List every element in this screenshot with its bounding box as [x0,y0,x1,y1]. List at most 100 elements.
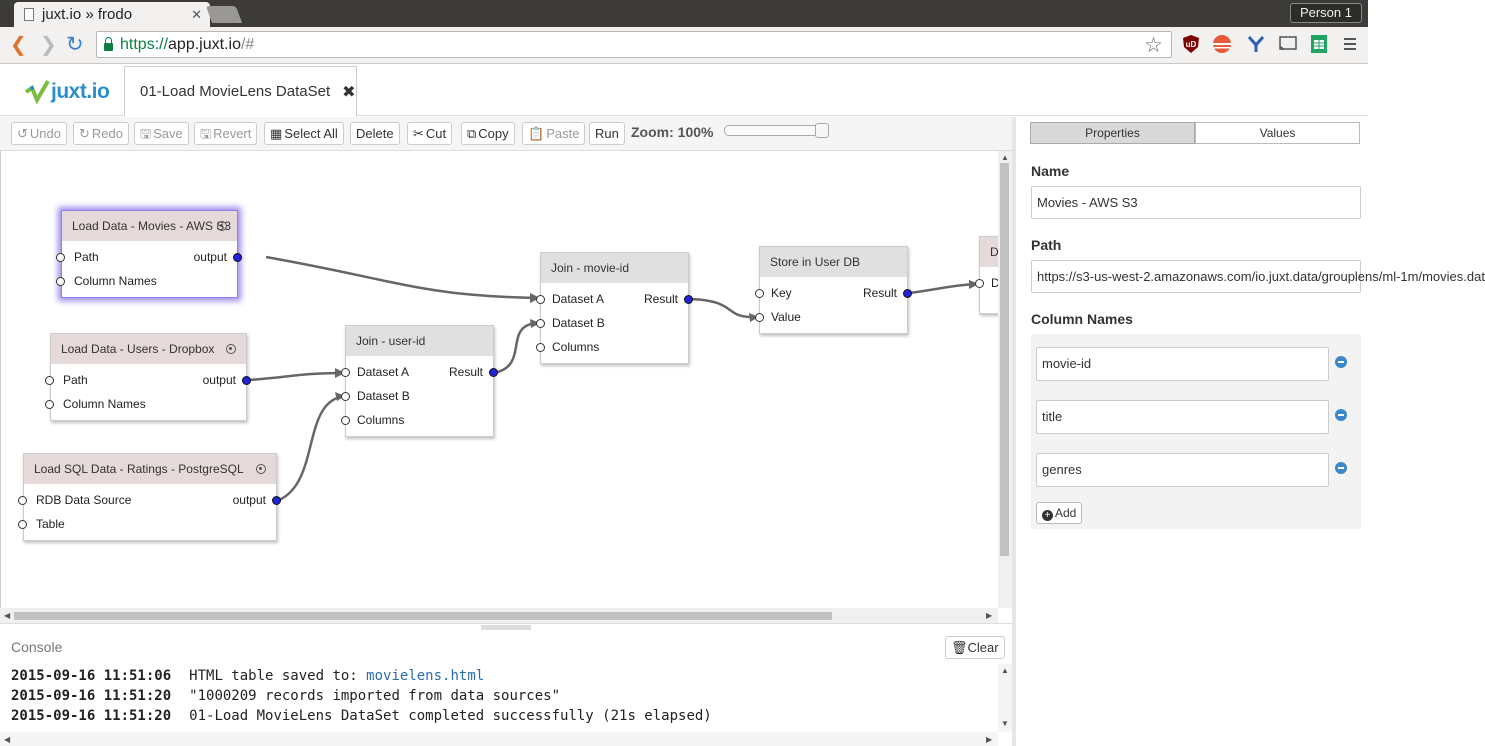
forward-icon[interactable]: ❯ [40,34,57,56]
reload-icon[interactable]: ↻ [66,33,84,56]
cast-icon[interactable] [1278,34,1298,54]
console-clear-button[interactable]: 🗑Clear [945,636,1005,659]
scroll-right-icon[interactable]: ▶ [986,735,993,744]
scroll-left-icon[interactable]: ◀ [4,611,11,620]
bookmark-star-icon[interactable]: ☆ [1144,34,1163,57]
ublock-icon[interactable]: uD [1182,34,1202,54]
column-names-label: Column Names [1031,311,1133,327]
settings-icon[interactable] [226,344,236,354]
scroll-right-icon[interactable]: ▶ [986,611,993,620]
input-port[interactable] [536,343,545,352]
input-port[interactable] [755,313,764,322]
name-field[interactable]: Movies - AWS S3 [1031,186,1361,219]
node-header[interactable]: Store in User DB [760,247,907,277]
tab-values[interactable]: Values [1195,122,1360,144]
node-join-movie-id[interactable]: Join - movie-id Dataset A Dataset B Colu… [536,252,693,364]
scroll-up-icon[interactable]: ▲ [1001,153,1009,162]
zoom-slider-handle[interactable] [815,123,829,138]
node-join-user-id[interactable]: Join - user-id Dataset A Dataset B Colum… [341,325,498,437]
output-port[interactable] [272,496,281,505]
remove-column-icon[interactable] [1335,462,1347,474]
output-port[interactable] [903,289,912,298]
canvas-vertical-scrollbar[interactable]: ▲ [998,151,1012,608]
save-button[interactable]: 🖫Save [134,122,189,145]
cut-button[interactable]: ✂Cut [407,122,453,145]
output-port[interactable] [489,368,498,377]
input-port[interactable] [45,376,54,385]
log-link[interactable]: movielens.html [366,668,485,684]
tab-close-icon[interactable]: ✕ [191,6,202,22]
node-header[interactable]: Load Data - Users - Dropbox [51,334,246,364]
input-port[interactable] [755,289,764,298]
resize-handle[interactable] [481,625,531,630]
input-port[interactable] [45,400,54,409]
node-header[interactable]: Load SQL Data - Ratings - PostgreSQL [24,454,276,484]
select-all-button[interactable]: ▦Select All [264,122,344,145]
node-load-movies[interactable]: Load Data - Movies - AWS S3 Path Column … [56,210,242,298]
flow-canvas[interactable]: Load Data - Movies - AWS S3 Path Column … [0,151,1039,608]
input-port[interactable] [341,416,350,425]
console-horizontal-scrollbar[interactable]: ◀ ▶ [0,732,998,746]
input-port[interactable] [536,295,545,304]
cut-label: Cut [425,126,447,141]
scrollbar-thumb[interactable] [14,612,832,620]
input-port[interactable] [18,520,27,529]
tab-properties[interactable]: Properties [1030,122,1195,144]
wire-ratings-to-join-user [278,394,346,502]
sheets-extension-icon[interactable] [1310,34,1330,54]
zoom-slider[interactable] [724,125,829,136]
column-name-field[interactable]: genres [1036,453,1329,487]
redo-button[interactable]: ↻Redo [73,122,129,145]
remove-column-icon[interactable] [1335,409,1347,421]
node-load-ratings[interactable]: Load SQL Data - Ratings - PostgreSQL RDB… [18,453,281,541]
settings-icon[interactable] [217,221,227,231]
sunset-extension-icon[interactable] [1212,34,1232,54]
scrollbar-thumb[interactable] [1000,163,1009,556]
canvas-horizontal-scrollbar[interactable]: ◀ ▶ [0,608,998,623]
node-header[interactable]: Join - movie-id [541,253,688,283]
new-tab-button[interactable] [205,6,243,23]
revert-button[interactable]: 🖫Revert [194,122,258,145]
scroll-down-icon[interactable]: ▼ [1001,719,1009,728]
output-port[interactable] [233,253,242,262]
input-port[interactable] [341,392,350,401]
console-vertical-scrollbar[interactable]: ▲ ▼ [998,664,1012,732]
input-port[interactable] [18,496,27,505]
juxt-logo[interactable]: juxt.io [24,78,110,105]
copy-button[interactable]: ⧉Copy [461,122,515,145]
output-port[interactable] [684,295,693,304]
profile-button[interactable]: Person 1 [1289,3,1362,23]
document-tab-close-icon[interactable]: ✖ [342,83,356,101]
add-column-button[interactable]: +Add [1036,502,1083,524]
input-port[interactable] [56,253,65,262]
paste-button[interactable]: 📋Paste [522,122,586,145]
node-header[interactable]: Load Data - Movies - AWS S3 [62,211,237,241]
y-extension-icon[interactable] [1246,34,1266,54]
log-timestamp: 2015-09-16 11:51:20 [11,708,172,724]
input-port[interactable] [341,368,350,377]
settings-icon[interactable] [256,464,266,474]
input-port[interactable] [56,277,65,286]
column-name-field[interactable]: title [1036,400,1329,434]
node-store-user-db[interactable]: Store in User DB Key Value Result [755,246,912,334]
input-port[interactable] [536,319,545,328]
undo-button[interactable]: ↺Undo [11,122,67,145]
browser-tab[interactable]: juxt.io » frodo ✕ [14,2,210,27]
node-header[interactable]: Join - user-id [346,326,493,356]
remove-column-icon[interactable] [1335,356,1347,368]
path-field[interactable]: https://s3-us-west-2.amazonaws.com/io.ju… [1031,260,1485,293]
run-button[interactable]: Run [589,122,625,145]
delete-button[interactable]: Delete [350,122,400,145]
address-bar[interactable]: https:// app.juxt.io /# ☆ [96,31,1172,58]
paste-label: Paste [546,126,580,141]
column-name-field[interactable]: movie-id [1036,347,1329,381]
input-port[interactable] [975,279,984,288]
scroll-up-icon[interactable]: ▲ [1001,666,1009,675]
output-port[interactable] [242,376,251,385]
back-icon[interactable]: ❮ [10,34,27,56]
node-title: Load SQL Data - Ratings - PostgreSQL [34,462,244,476]
document-tab[interactable]: 01-Load MovieLens DataSet ✖ [124,66,357,117]
scroll-left-icon[interactable]: ◀ [4,735,11,744]
node-load-users[interactable]: Load Data - Users - Dropbox Path Column … [45,333,251,421]
menu-icon[interactable] [1342,34,1362,54]
